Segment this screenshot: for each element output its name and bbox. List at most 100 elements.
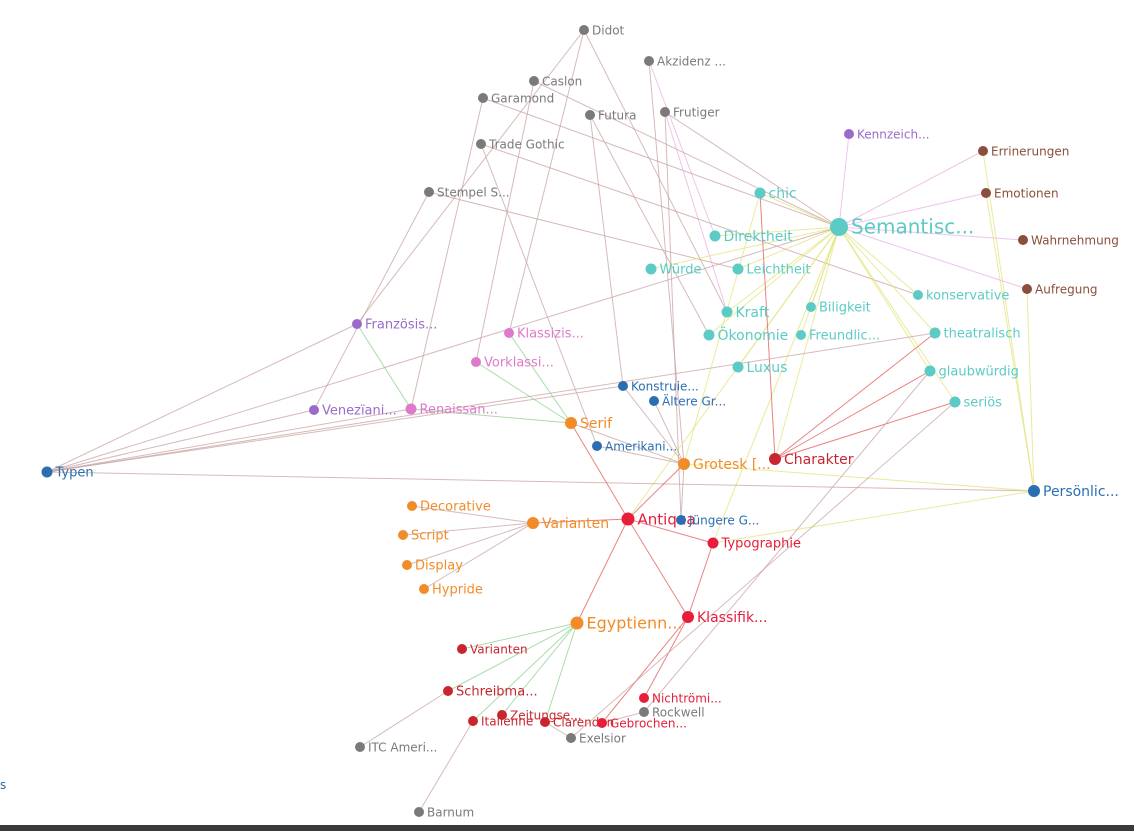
node-dot[interactable] <box>471 357 481 367</box>
node-dot[interactable] <box>707 537 719 549</box>
node-varianten_r[interactable]: Varianten <box>457 643 528 657</box>
node-dot[interactable] <box>754 187 766 199</box>
node-dot[interactable] <box>597 718 607 728</box>
node-dot[interactable] <box>468 716 478 726</box>
node-frutiger[interactable]: Frutiger <box>660 106 720 120</box>
node-dot[interactable] <box>1018 235 1028 245</box>
node-dot[interactable] <box>592 441 602 451</box>
node-rockwell[interactable]: Rockwell <box>639 706 705 720</box>
node-script[interactable]: Script <box>398 529 449 544</box>
node-dot[interactable] <box>639 693 649 703</box>
node-dot[interactable] <box>405 403 417 415</box>
node-dot[interactable] <box>402 560 412 570</box>
node-errinerungen[interactable]: Errinerungen <box>978 145 1069 159</box>
node-wahrnehmung[interactable]: Wahrnehmung <box>1018 234 1119 248</box>
node-kraft[interactable]: Kraft <box>721 305 770 321</box>
node-barnum[interactable]: Barnum <box>414 806 474 820</box>
node-oekonomie[interactable]: Ökonomie <box>703 326 789 344</box>
node-dot[interactable] <box>924 365 936 377</box>
node-dot[interactable] <box>570 616 584 630</box>
node-semantisch[interactable]: Semantisc... <box>830 215 974 239</box>
node-glaubwuerdig[interactable]: glaubwürdig <box>924 365 1019 380</box>
node-caslon[interactable]: Caslon <box>529 75 582 89</box>
node-wuerde[interactable]: Würde <box>645 263 702 278</box>
node-dot[interactable] <box>407 501 417 511</box>
node-grotesk[interactable]: Grotesk [... <box>678 457 771 473</box>
node-hypride[interactable]: Hypride <box>419 583 483 598</box>
node-dot[interactable] <box>527 517 539 529</box>
node-konstruie[interactable]: Konstruie... <box>618 380 699 394</box>
node-dot[interactable] <box>769 453 781 465</box>
node-dot[interactable] <box>529 76 539 86</box>
node-renaissan[interactable]: Renaissan... <box>405 403 498 418</box>
node-dot[interactable] <box>660 107 670 117</box>
node-aeltere[interactable]: Ältere Gr... <box>649 394 726 409</box>
node-dot[interactable] <box>565 417 577 429</box>
node-dot[interactable] <box>618 381 628 391</box>
node-luxus[interactable]: Luxus <box>732 360 788 376</box>
node-dot[interactable] <box>540 717 550 727</box>
node-egyptienne[interactable]: Egyptienn... <box>570 614 683 633</box>
node-dot[interactable] <box>566 733 576 743</box>
node-stempel[interactable]: Stempel S... <box>424 186 510 200</box>
node-freundlic[interactable]: Freundlic... <box>796 329 880 344</box>
node-amerikani[interactable]: Amerikani... <box>592 440 677 454</box>
node-aufregung[interactable]: Aufregung <box>1022 283 1098 297</box>
node-zeitungs[interactable]: Zeitungse... <box>497 709 582 723</box>
node-didot[interactable]: Didot <box>579 24 625 38</box>
node-biligkeit[interactable]: Biligkeit <box>806 301 871 316</box>
node-varianten_o[interactable]: Varianten <box>527 516 609 532</box>
node-futura[interactable]: Futura <box>585 109 636 123</box>
node-dot[interactable] <box>1022 284 1032 294</box>
node-vorklassi[interactable]: Vorklassi... <box>471 356 554 371</box>
node-garamond[interactable]: Garamond <box>478 92 554 106</box>
node-dot[interactable] <box>497 710 507 720</box>
node-schreibma[interactable]: Schreibma... <box>443 685 538 700</box>
node-dot[interactable] <box>639 707 649 717</box>
node-dot[interactable] <box>796 330 806 340</box>
node-typen[interactable]: Typen <box>41 466 94 481</box>
node-exelsior[interactable]: Exelsior <box>566 732 626 746</box>
node-dot[interactable] <box>929 327 941 339</box>
node-dot[interactable] <box>443 686 453 696</box>
node-dot[interactable] <box>621 512 635 526</box>
node-venezian[interactable]: Venezïani... <box>309 404 397 419</box>
node-dot[interactable] <box>457 644 467 654</box>
node-dot[interactable] <box>949 396 961 408</box>
node-dot[interactable] <box>682 611 694 623</box>
node-dot[interactable] <box>644 56 654 66</box>
node-dot[interactable] <box>419 584 429 594</box>
node-dot[interactable] <box>309 405 319 415</box>
node-direktheit[interactable]: Direktheit <box>709 229 794 245</box>
node-tradegothic[interactable]: Trade Gothic <box>476 138 565 152</box>
node-dot[interactable] <box>398 530 408 540</box>
node-leichtheit[interactable]: Leichtheit <box>732 263 811 278</box>
node-dot[interactable] <box>844 129 854 139</box>
node-dot[interactable] <box>424 187 434 197</box>
node-akzidenz[interactable]: Akzidenz ... <box>644 55 726 69</box>
node-gebrochen[interactable]: Gebrochen... <box>597 717 687 731</box>
node-dot[interactable] <box>41 466 53 478</box>
node-dot[interactable] <box>1028 485 1040 497</box>
node-chic[interactable]: chic <box>754 186 797 202</box>
node-dot[interactable] <box>649 396 659 406</box>
node-dot[interactable] <box>806 302 816 312</box>
node-dot[interactable] <box>478 93 488 103</box>
node-dot[interactable] <box>721 306 733 318</box>
node-klassifik[interactable]: Klassifik... <box>682 610 767 626</box>
node-klassizis[interactable]: Klassizis... <box>504 327 584 342</box>
node-dot[interactable] <box>830 218 848 236</box>
node-dot[interactable] <box>676 515 686 525</box>
node-franzoesis[interactable]: Französis... <box>352 318 437 333</box>
node-theatralisch[interactable]: theatralisch <box>929 327 1021 342</box>
node-juengere[interactable]: Jüngere G... <box>676 514 759 528</box>
node-persoenlic[interactable]: Persönlic... <box>1028 484 1119 500</box>
node-dot[interactable] <box>678 458 690 470</box>
node-decorative[interactable]: Decorative <box>407 500 491 515</box>
node-kennzeich[interactable]: Kennzeich... <box>844 128 930 142</box>
node-dot[interactable] <box>414 807 424 817</box>
node-display[interactable]: Display <box>402 559 463 574</box>
node-dot[interactable] <box>355 742 365 752</box>
node-charakter[interactable]: Charakter <box>769 452 854 468</box>
